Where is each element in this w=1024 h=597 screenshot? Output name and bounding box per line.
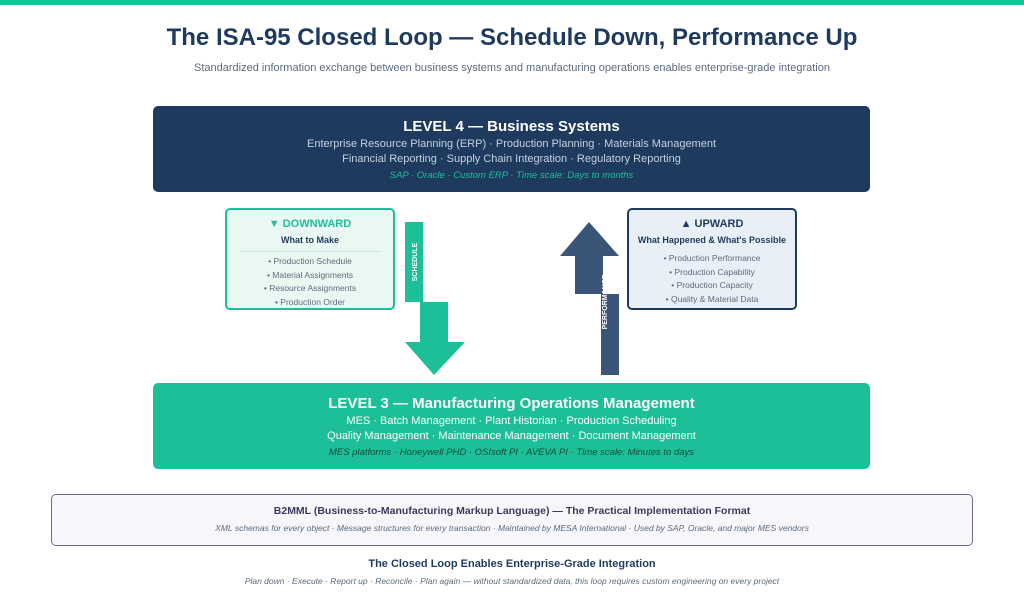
level3-box: LEVEL 3 — Manufacturing Operations Manag… [153,383,870,469]
performance-arrow-label: PERFORMANCE [602,274,609,329]
b2mml-title: B2MML (Business-to-Manufacturing Markup … [273,505,751,517]
level3-line1: MES · Batch Management · Plant Historian… [346,415,677,427]
downward-title: ▼ DOWNWARD [268,218,352,230]
downward-divider [240,251,380,252]
downward-item: • Material Assignments [266,269,354,280]
performance-arrow-shaft [601,294,619,375]
upward-divider [642,249,782,250]
level3-line2: Quality Management · Maintenance Managem… [327,430,696,442]
level4-title: LEVEL 4 — Business Systems [403,118,620,135]
b2mml-box: B2MML (Business-to-Manufacturing Markup … [51,494,973,546]
level4-line2: Financial Reporting · Supply Chain Integ… [342,153,681,165]
upward-item: • Production Capacity [671,280,753,290]
upward-item: • Production Performance [663,253,761,263]
upward-subtitle: What Happened & What's Possible [637,235,787,245]
schedule-down-arrow: SCHEDULE [405,222,465,375]
downward-item: • Resource Assignments [263,283,357,293]
schedule-arrow-shaft [405,222,423,302]
downward-subtitle: What to Make [280,235,339,245]
schedule-arrow-label: SCHEDULE [412,242,419,281]
schedule-arrow-head [405,302,465,375]
performance-arrow-head [560,222,619,294]
level4-line1: Enterprise Resource Planning (ERP) · Pro… [306,138,717,150]
upward-item: • Production Capability [669,266,755,277]
upward-title: ▲ UPWARD [680,218,744,230]
level4-box: LEVEL 4 — Business Systems Enterprise Re… [153,106,870,192]
upward-item: • Quality & Material Data [665,293,759,304]
top-accent-bar [0,0,1024,5]
footer-subtitle: Plan down · Execute · Report up · Reconc… [244,576,780,586]
downward-card: ▼ DOWNWARD What to Make • Production Sch… [225,208,395,310]
performance-up-arrow: PERFORMANCE [560,222,619,375]
footer-title: The Closed Loop Enables Enterprise-Grade… [368,558,656,570]
level3-title: LEVEL 3 — Manufacturing Operations Manag… [328,395,695,412]
level3-meta: MES platforms · Honeywell PHD · OSIsoft … [328,447,695,458]
page-subtitle: Standardized information exchange betwee… [194,62,830,74]
page-title: The ISA-95 Closed Loop — Schedule Down, … [166,24,858,51]
level4-meta: SAP · Oracle · Custom ERP · Time scale: … [389,170,634,181]
downward-item: • Production Order [274,296,346,307]
upward-card: ▲ UPWARD What Happened & What's Possible… [627,208,797,310]
downward-item: • Production Schedule [268,256,352,266]
b2mml-subtitle: XML schemas for every object · Message s… [215,523,809,533]
